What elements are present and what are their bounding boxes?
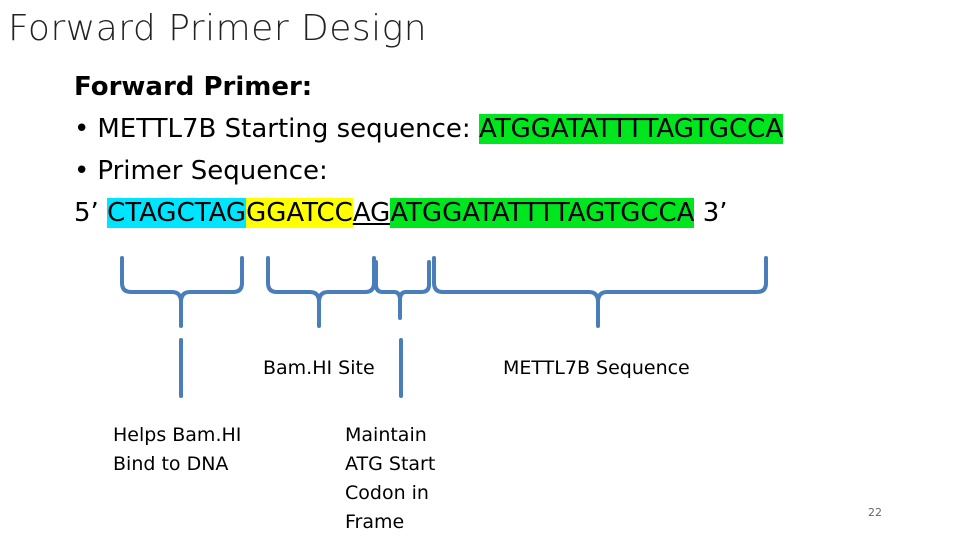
primer-5prime: 5’ xyxy=(74,198,108,228)
bamhi-brace xyxy=(266,256,376,328)
primer-spacer-segment: AG xyxy=(352,198,391,228)
starting-sequence-label: METTL7B Starting sequence: xyxy=(97,114,479,144)
primer-helper-segment: CTAGCTAG xyxy=(107,198,247,228)
spacer-label: Maintain ATG Start Codon in Frame xyxy=(345,424,436,533)
starting-sequence-highlight: ATGGATATTTTAGTGCCA xyxy=(478,114,784,144)
bullet-primer-sequence: •Primer Sequence: xyxy=(74,150,783,192)
forward-primer-heading: Forward Primer: xyxy=(74,72,313,102)
primer-sequence-label: Primer Sequence: xyxy=(97,156,328,186)
spacer-brace xyxy=(374,260,431,320)
bullet-dot-icon: • xyxy=(74,156,90,186)
mettl7b-sequence-label: METTL7B Sequence xyxy=(503,357,690,379)
slide-title: Forward Primer Design xyxy=(8,8,428,49)
helper-label: Helps Bam.HI Bind to DNA xyxy=(113,424,242,475)
primer-3prime: 3’ xyxy=(694,198,728,228)
page-number: 22 xyxy=(868,506,882,519)
helper-brace xyxy=(120,256,244,328)
mettl7b-brace xyxy=(432,256,768,328)
primer-mettl7b-segment: ATGGATATTTTAGTGCCA xyxy=(390,198,695,228)
bullet-dot-icon: • xyxy=(74,114,90,144)
bamhi-site-label: Bam.HI Site xyxy=(263,357,375,379)
primer-bamhi-segment: GGATCC xyxy=(246,198,353,228)
bullet-starting-sequence: •METTL7B Starting sequence: ATGGATATTTTA… xyxy=(74,108,784,150)
primer-sequence-line: 5’ CTAGCTAGGGATCCAGATGGATATTTTAGTGCCA 3’ xyxy=(74,192,783,234)
slide-body: Forward Primer: •METTL7B Starting sequen… xyxy=(74,66,784,234)
